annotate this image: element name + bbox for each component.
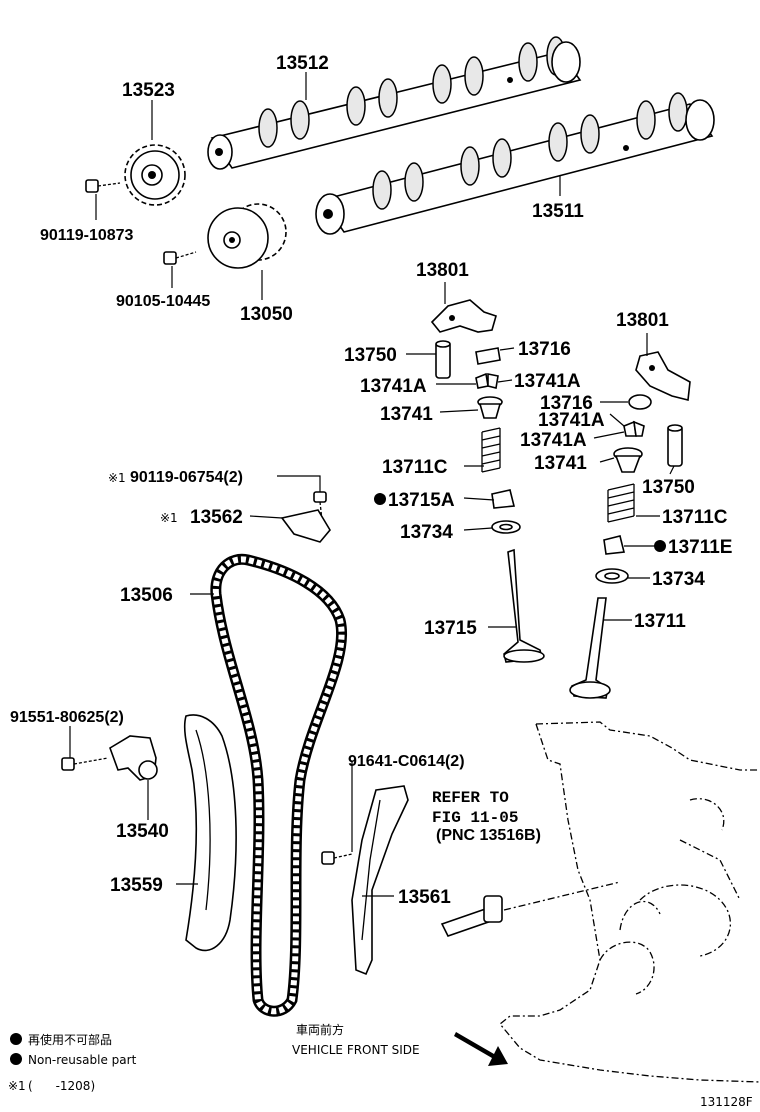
engine-block-outline [499,721,760,1083]
camshaft-13512 [207,36,582,170]
part-labels: 13512 13523 13511 90119-10873 90105-1044… [10,53,732,1057]
bolt-90119-10873 [85,179,121,193]
label-13734-left: 13734 [400,522,453,543]
idler-shaft [440,881,621,937]
label-13750-right: 13750 [642,477,695,498]
label-90119-06754: 90119-06754(2) [130,469,243,486]
guide-13562 [280,509,331,543]
label-13716-left: 13716 [518,339,571,360]
label-13711: 13711 [634,611,686,632]
label-13741A-right-b: 13741A [520,430,587,451]
sprocket-13523 [124,144,186,206]
label-13506: 13506 [120,585,173,606]
label-13741A-left-a: 13741A [360,376,427,397]
legend-dot-icon [10,1033,22,1045]
front-direction-arrow-icon [454,1032,508,1066]
label-13540: 13540 [116,821,169,842]
label-13741A-left-b: 13741A [514,371,581,392]
timing-chain-13506 [210,553,347,1017]
label-13562: 13562 [190,507,243,528]
lash-adjuster-13750-left [435,340,451,379]
label-13711C-left: 13711C [382,457,448,478]
label-13561: 13561 [398,887,451,908]
leader-lines [69,72,675,897]
front-label-jp: 車両前方 [296,1022,344,1037]
note-mark-1: ※1 [108,471,126,485]
valve-13715 [503,548,545,663]
legend-dot-icon [10,1053,22,1065]
bolt-91641-C0614 [321,851,353,865]
front-label-en: VEHICLE FRONT SIDE [292,1043,420,1057]
seal-13715A [491,489,516,509]
valve-cap-13716-left [475,347,501,365]
label-91641-C0614: 91641-C0614(2) [348,753,465,770]
refer-line-2: FIG 11-05 [432,809,518,827]
valve-13711 [569,597,611,699]
vvt-gear-13050 [207,203,287,269]
slipper-13559 [183,714,237,952]
label-13801-right: 13801 [616,310,669,331]
spring-13711C-right [607,483,635,523]
label-13511: 13511 [532,201,584,222]
lash-adjuster-13750-right [667,424,683,467]
legend: 再使用不可部品 Non-reusable part ※1 ( -1208) [8,1032,137,1093]
label-13715A: 13715A [388,490,455,511]
label-91551-80625: 91551-80625(2) [10,709,124,726]
figure-id: 131128F [700,1095,753,1109]
camshaft-13511 [315,92,715,235]
retainer-13741-right [613,447,643,473]
rocker-arm-13801-left [430,299,497,333]
legend-jp: 再使用不可部品 [28,1032,112,1047]
keepers-13741A-left [475,372,499,389]
label-13750-left: 13750 [344,345,397,366]
label-13512: 13512 [276,53,329,74]
rocker-arm-13801-right [635,351,691,401]
label-13801-left: 13801 [416,260,469,281]
bolt-91551-80625 [61,757,109,771]
label-13734-right: 13734 [652,569,705,590]
legend-note-mark: ※1 [8,1079,26,1093]
label-90119-10873: 90119-10873 [40,227,134,244]
seal-13711E [603,535,625,555]
refer-line-1: REFER TO [432,789,509,807]
label-13741-right: 13741 [534,453,587,474]
legend-note-range: ( -1208) [28,1079,95,1093]
label-13711E: 13711E [668,537,732,558]
label-13559: 13559 [110,875,163,896]
note-mark-2: ※1 [160,511,178,525]
label-13741A-right-a: 13741A [538,410,605,431]
label-13716-right: 13716 [540,393,593,414]
label-90105-10445: 90105-10445 [116,293,210,310]
seat-13734-right [595,568,629,584]
label-13715: 13715 [424,618,477,639]
bolt-90105-10445 [163,251,197,265]
seat-13734-left [491,520,521,534]
label-13711C-right: 13711C [662,507,728,528]
tensioner-13540 [109,735,158,781]
refer-line-3: (PNC 13516B) [436,827,541,844]
non-reusable-dot-icon [374,493,666,552]
spring-13711C-left [481,427,501,473]
keepers-13741A-right [623,420,645,437]
label-13523: 13523 [122,80,175,101]
valve-cap-13716-right [628,394,652,410]
damper-13561 [351,785,409,976]
label-13050: 13050 [240,304,293,325]
legend-en: Non-reusable part [28,1053,137,1067]
retainer-13741-left [477,396,503,419]
label-13741-left: 13741 [380,404,433,425]
